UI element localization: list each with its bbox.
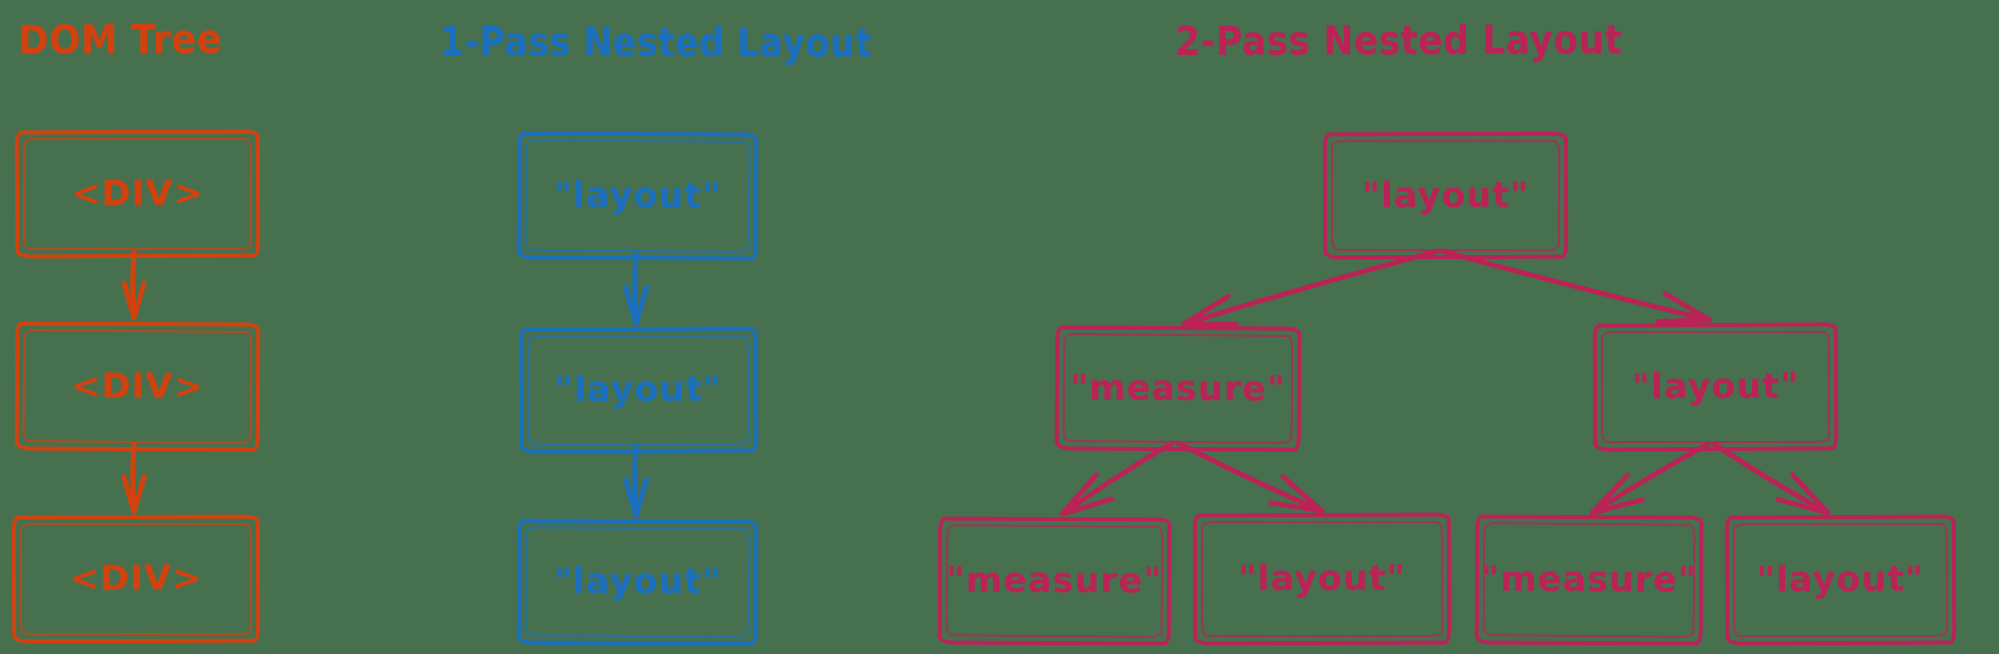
two-pass-leaf-layout-1: "layout" [1192,512,1452,646]
two-pass-child-layout: "layout" [1592,322,1839,452]
two-pass-leaf-measure-1: "measure" [937,516,1172,646]
one-pass-node-2-label: "layout" [554,369,723,411]
one-pass-node-1: "layout" [516,131,759,261]
tree-edge-arrow [1059,440,1175,517]
two-pass-leaf-layout-2-label: "layout" [1756,559,1925,601]
two-pass-leaf-measure-2-label: "measure" [1480,559,1698,601]
two-pass-root-label: "layout" [1361,175,1530,216]
two-pass-leaf-layout-2: "layout" [1724,514,1957,646]
one-pass-node-3-label: "layout" [553,561,722,603]
one-pass-node-2: "layout" [518,326,759,454]
title-dom-tree: DOM Tree [17,16,223,64]
two-pass-child-measure: "measure" [1054,325,1302,452]
tree-edge-arrow [622,251,650,327]
dom-tree-node-3-label: <DIV> [69,558,203,600]
dom-tree-node-2-label: <DIV> [70,366,204,407]
dom-tree-node-2: <DIV> [14,321,261,452]
one-pass-node-1-label: "layout" [553,175,722,217]
tree-edge-arrow [1439,248,1713,324]
tree-edge-arrow [1181,248,1441,327]
dom-tree-node-1-label: <DIV> [70,173,204,215]
tree-edge-arrow [623,444,649,519]
two-pass-child-layout-label: "layout" [1631,366,1800,408]
tree-edge-arrow [121,249,147,321]
two-pass-leaf-measure-2: "measure" [1474,514,1704,646]
two-pass-root-node: "layout" [1322,131,1569,260]
tree-edge-arrow [1589,441,1711,516]
title-one-pass-nested-layout: 1-Pass Nested Layout [439,19,873,67]
tree-edge-arrow [1711,441,1831,516]
dom-tree-node-1: <DIV> [14,129,261,259]
tree-edge-arrow [121,442,147,515]
title-two-pass-nested-layout: 2-Pass Nested Layout [1174,17,1623,65]
two-pass-leaf-layout-1-label: "layout" [1238,558,1406,600]
two-pass-child-measure-label: "measure" [1069,367,1287,410]
two-pass-leaf-measure-1-label: "measure" [946,560,1163,602]
tree-edge-arrow [1175,440,1325,514]
dom-tree-node-3: <DIV> [11,514,261,644]
one-pass-node-3: "layout" [516,518,759,646]
